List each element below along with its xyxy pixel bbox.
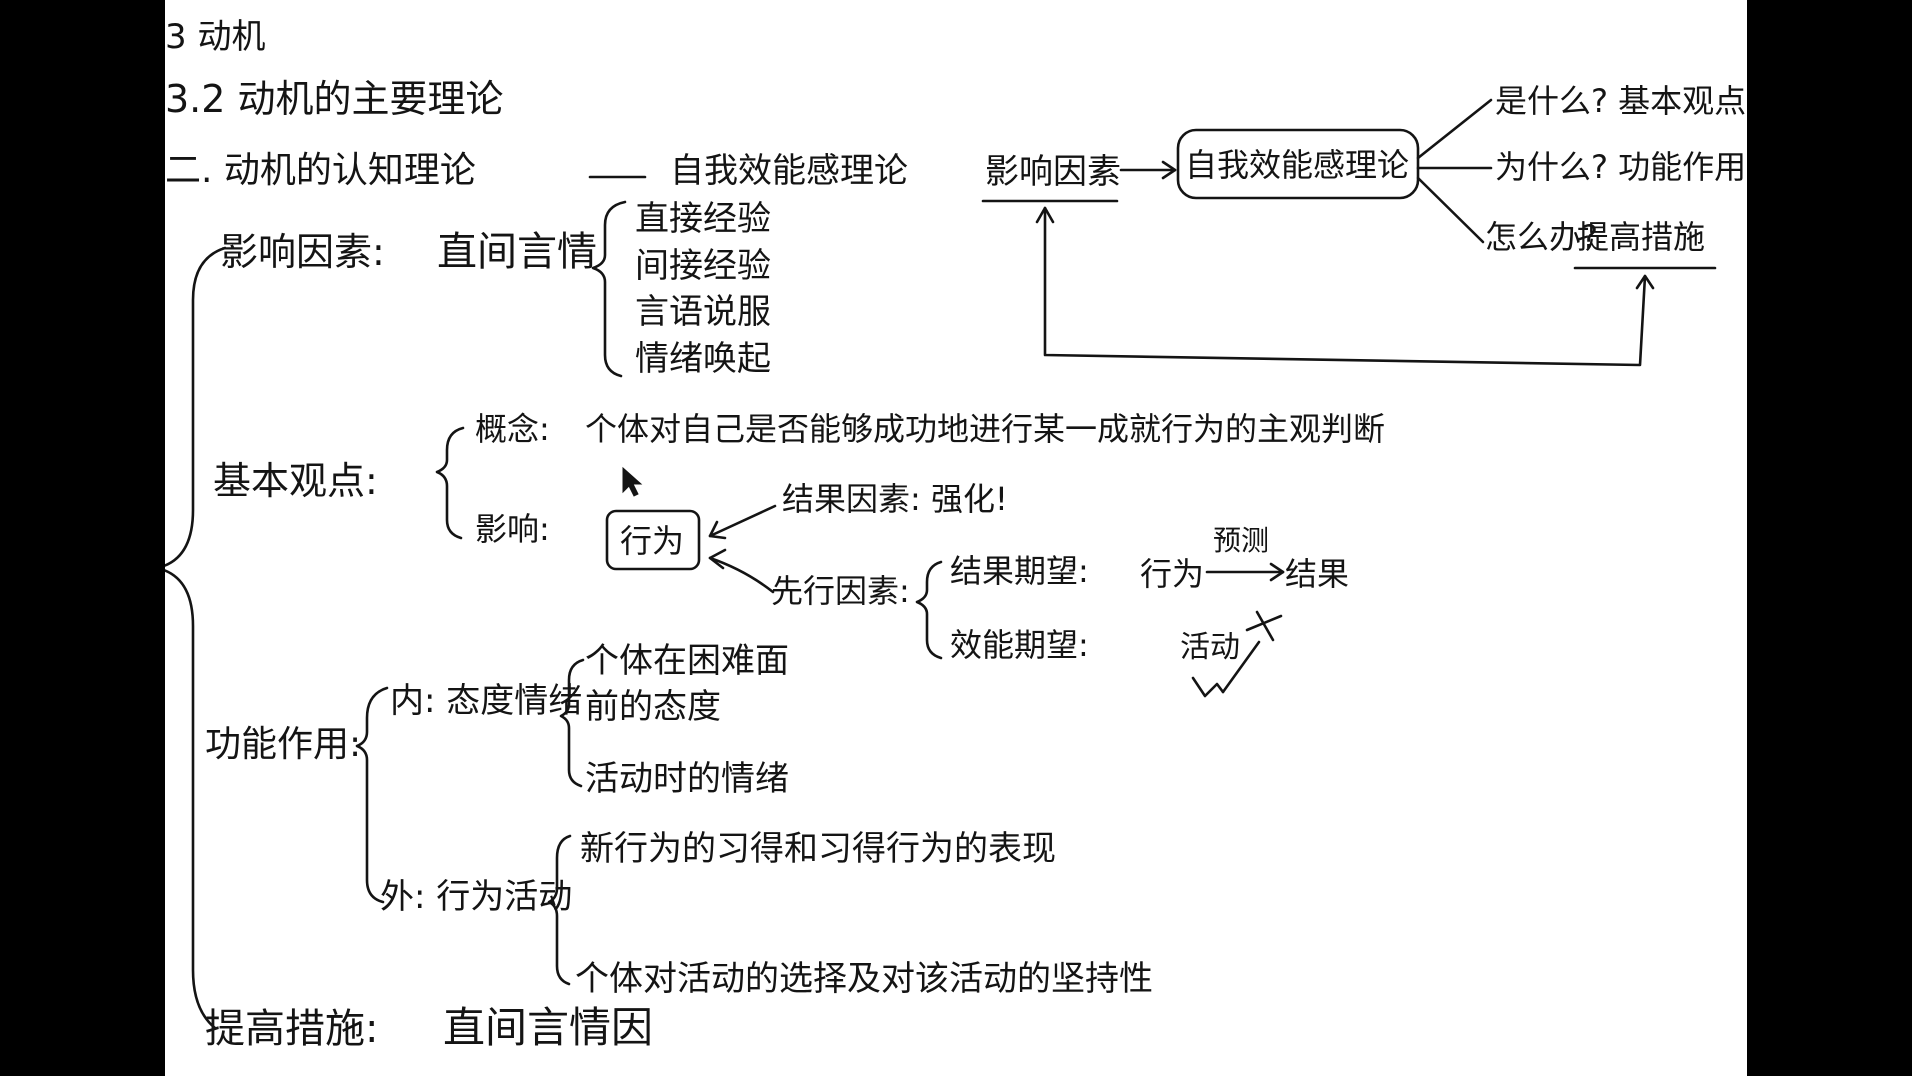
result-factor-arrow [708, 504, 777, 538]
outer-item: 新行为的习得和习得行为的表现 [580, 829, 1056, 869]
flow-question-why: 为什么? 功能作用 [1495, 148, 1746, 186]
inner-item: 个体在困难面 [585, 641, 789, 681]
prior-factor-arrowhead [708, 548, 727, 570]
section-title: 3.2 动机的主要理论 [165, 77, 504, 121]
mouse-cursor-icon [622, 466, 643, 497]
efficacy-expectation-label: 效能期望: [950, 626, 1089, 664]
inner-item: 活动时的情绪 [585, 759, 789, 799]
flow-center-label: 自我效能感理论 [1185, 146, 1409, 184]
mind-map-diagram: 3 动机 3.2 动机的主要理论 二. 动机的认知理论 自我效能感理论 影响因素… [165, 17, 1746, 1052]
function-label: 功能作用: [205, 724, 361, 765]
activity-squiggle [1191, 676, 1225, 698]
result-word: 结果 [1285, 555, 1349, 593]
flow-branch-what [1416, 98, 1493, 160]
outer-label: 外: 行为活动 [380, 877, 572, 917]
improve-label: 提高措施: [205, 1006, 378, 1052]
basic-view-label: 基本观点: [213, 459, 378, 503]
behavior-box-label: 行为 [620, 522, 684, 560]
influence-sub-label: 影响: [475, 510, 550, 548]
main-brace [165, 246, 227, 1030]
influence-summary: 直间言情 [437, 229, 597, 275]
flow-feedback-arrowhead-right [1635, 274, 1655, 290]
influence-item: 直接经验 [635, 199, 771, 239]
influence-item: 言语说服 [635, 292, 771, 332]
activity-word: 活动 [1180, 630, 1240, 665]
influence-item: 间接经验 [635, 246, 771, 286]
predict-arrowhead [1269, 562, 1285, 582]
notebook-page: 3 动机 3.2 动机的主要理论 二. 动机的认知理论 自我效能感理论 影响因素… [165, 0, 1747, 1076]
chapter-title: 3 动机 [165, 17, 265, 57]
predict-word: 预测 [1213, 524, 1269, 557]
flow-how-answer: 提高措施 [1577, 218, 1705, 256]
flow-question-how: 怎么办? [1485, 218, 1598, 256]
influence-item: 情绪唤起 [635, 339, 771, 379]
prior-factor-label: 先行因素: [771, 572, 910, 610]
improve-summary: 直间言情因 [443, 1003, 653, 1052]
theory-name: 自我效能感理论 [670, 151, 908, 191]
concept-text: 个体对自己是否能够成功地进行某一成就行为的主观判断 [585, 410, 1385, 448]
inner-brace [559, 658, 585, 788]
flow-feedback-loop [1043, 206, 1647, 367]
result-factor-arrowhead [708, 520, 727, 540]
flow-question-what: 是什么? 基本观点 [1495, 82, 1746, 120]
outer-item: 个体对活动的选择及对该活动的坚持性 [575, 959, 1153, 999]
flow-arrow-to-center-head [1161, 160, 1177, 180]
expectation-brace [915, 560, 943, 660]
prior-factor-arrow [708, 556, 775, 594]
result-factor-text: 结果因素: 强化! [782, 480, 1008, 518]
inner-item: 前的态度 [585, 687, 721, 727]
activity-cross-mark [1221, 610, 1283, 694]
influence-brace [591, 200, 627, 378]
behavior-box [605, 509, 701, 571]
behavior-word: 行为 [1140, 555, 1204, 593]
function-brace [355, 686, 389, 904]
basic-view-brace [435, 426, 465, 540]
subsection-title: 二. 动机的认知理论 [165, 150, 476, 191]
concept-label: 概念: [475, 410, 550, 448]
inner-label: 内: 态度情绪 [390, 681, 582, 721]
influence-label: 影响因素: [220, 230, 385, 274]
flow-feedback-arrowhead-left [1035, 206, 1055, 224]
result-expectation-label: 结果期望: [950, 552, 1089, 590]
outer-brace [547, 834, 572, 986]
flow-center-box [1176, 128, 1420, 200]
flow-branch-how [1416, 176, 1485, 244]
flow-influence-box: 影响因素 [985, 152, 1121, 192]
